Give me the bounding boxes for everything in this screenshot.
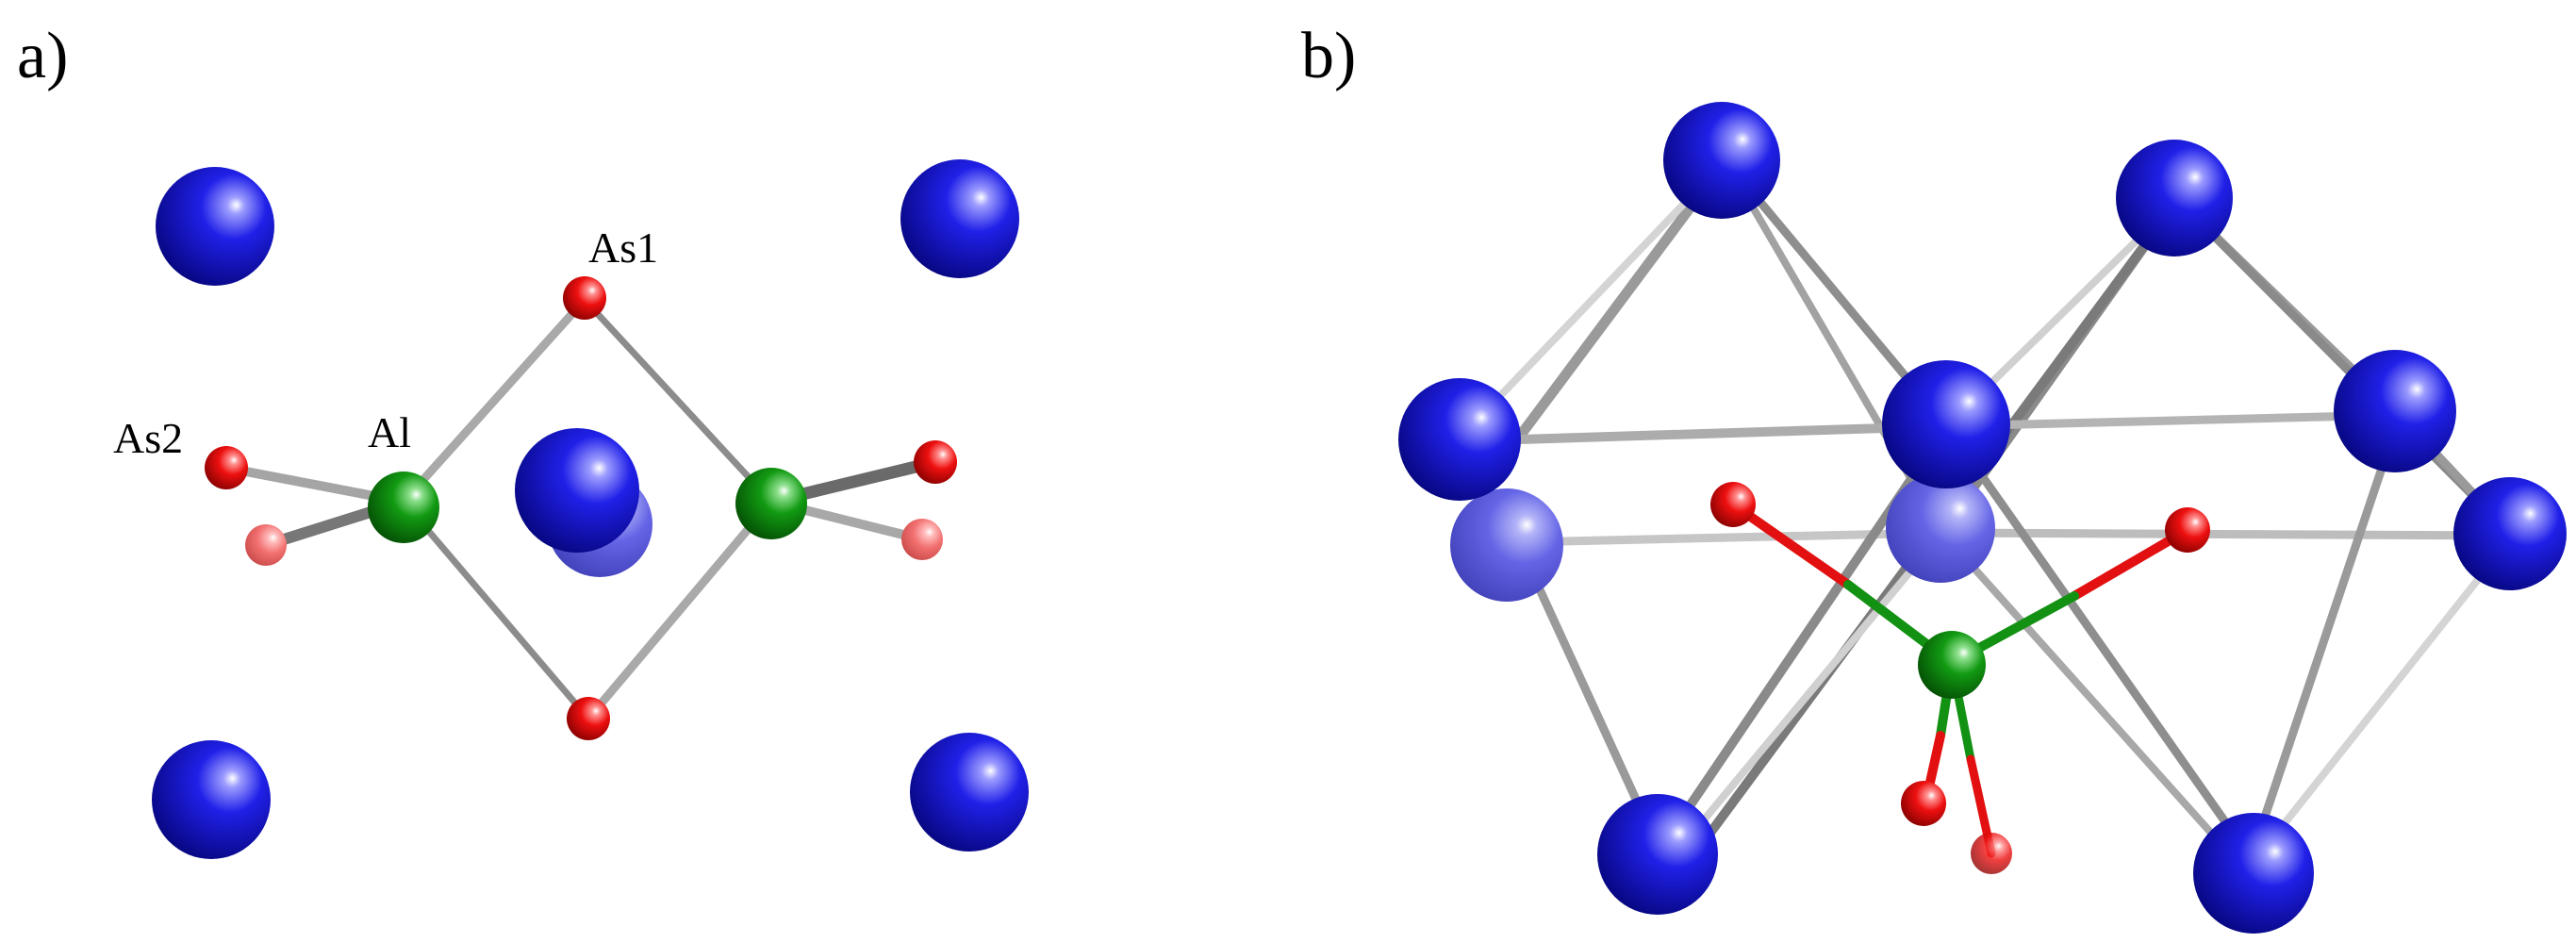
bond-as1-al — [581, 296, 775, 505]
bond — [1938, 528, 2518, 540]
as-atom-faded — [901, 519, 943, 560]
bond — [2259, 532, 2517, 854]
bond-red-half — [1728, 500, 1853, 589]
large-atom — [2453, 477, 2567, 590]
bond — [2249, 410, 2404, 855]
bond — [1942, 422, 2249, 853]
as-atom — [1901, 781, 1946, 826]
large-atom — [156, 167, 274, 286]
large-atom — [2193, 813, 2314, 934]
large-atom-center — [1882, 360, 2010, 488]
large-atom — [152, 740, 271, 859]
large-atom — [1398, 378, 1521, 501]
large-atom — [1663, 102, 1780, 219]
as-atom-as2 — [205, 446, 248, 489]
bond — [1942, 410, 2404, 431]
large-atom — [2116, 140, 2233, 256]
al-atom — [368, 472, 439, 543]
large-atom — [900, 159, 1019, 278]
panel-a-large-atoms — [152, 159, 1029, 859]
as-atom — [567, 697, 610, 740]
large-atom-center — [515, 428, 639, 553]
large-atom — [2334, 350, 2456, 472]
panel-b-label: b) — [1301, 20, 1356, 92]
label-al: Al — [368, 408, 411, 456]
bond — [1939, 529, 2229, 852]
large-atom — [1597, 794, 1718, 915]
panel-a-label: a) — [17, 20, 68, 92]
bond — [1675, 529, 1946, 854]
as-atom-faded — [1971, 833, 2012, 874]
large-atom-back — [1450, 488, 1563, 602]
bond-al-as-bottom — [400, 498, 592, 722]
bond — [1453, 157, 1729, 445]
as-atom-faded — [245, 524, 287, 566]
large-atom — [910, 733, 1029, 852]
as-atom-as1 — [563, 276, 606, 320]
al-atom — [1918, 631, 1986, 699]
bond-al-as1 — [399, 295, 589, 506]
as-atom — [2165, 507, 2210, 553]
label-as2: As2 — [113, 414, 183, 462]
as-atom — [914, 440, 957, 484]
as-atom — [1710, 482, 1756, 527]
panel-a: a) As1 — [17, 20, 1029, 859]
bond — [1452, 422, 1952, 446]
bond-as-bottom-al — [584, 497, 776, 723]
al-atom — [735, 468, 807, 539]
large-atom-back — [1886, 473, 1995, 583]
panel-b: b) — [1301, 20, 2567, 934]
label-as1: As1 — [588, 223, 658, 272]
